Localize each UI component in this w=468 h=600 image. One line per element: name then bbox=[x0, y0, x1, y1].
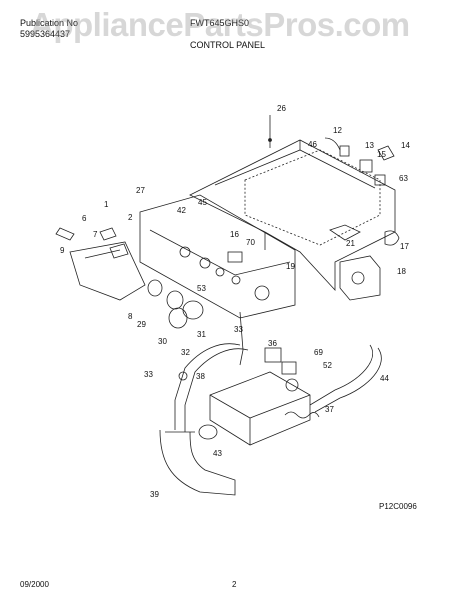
callout-9: 9 bbox=[60, 246, 65, 255]
watermark: AppliancePartsPros.com bbox=[30, 6, 410, 43]
section-title: CONTROL PANEL bbox=[190, 40, 266, 50]
callout-32: 32 bbox=[181, 348, 190, 357]
callout-37: 37 bbox=[325, 405, 334, 414]
publication-label: Publication No bbox=[20, 18, 79, 28]
callout-70: 70 bbox=[246, 238, 255, 247]
footer-page: 2 bbox=[232, 580, 237, 589]
callout-29: 29 bbox=[137, 320, 146, 329]
callout-39: 39 bbox=[150, 490, 159, 499]
callout-14: 14 bbox=[401, 141, 410, 150]
publication-number: 5995364437 bbox=[20, 29, 71, 39]
water-valve-assembly bbox=[209, 347, 311, 446]
callout-2: 2 bbox=[128, 213, 133, 222]
callout-8: 8 bbox=[128, 312, 133, 321]
model-number: FWT645GHS0 bbox=[190, 18, 250, 28]
callout-16: 16 bbox=[230, 230, 239, 239]
callout-12: 12 bbox=[333, 126, 342, 135]
callout-53: 53 bbox=[197, 284, 206, 293]
callout-18: 18 bbox=[397, 267, 406, 276]
callout-30: 30 bbox=[158, 337, 167, 346]
callout-7: 7 bbox=[93, 230, 98, 239]
console-frame bbox=[189, 139, 396, 292]
callout-46: 46 bbox=[308, 140, 317, 149]
callout-31: 31 bbox=[197, 330, 206, 339]
callout-36: 36 bbox=[268, 339, 277, 348]
callout-26: 26 bbox=[277, 104, 286, 113]
callout-19: 19 bbox=[286, 262, 295, 271]
callout-43: 43 bbox=[213, 449, 222, 458]
callout-38: 38 bbox=[196, 372, 205, 381]
footer-date: 09/2000 bbox=[20, 580, 49, 589]
callout-13: 13 bbox=[365, 141, 374, 150]
callout-27: 27 bbox=[136, 186, 145, 195]
control-panel bbox=[139, 194, 296, 319]
callout-17: 17 bbox=[400, 242, 409, 251]
callout-6: 6 bbox=[82, 214, 87, 223]
callout-33-lower: 33 bbox=[144, 370, 153, 379]
callout-42: 42 bbox=[177, 206, 186, 215]
diagram-code: P12C0096 bbox=[379, 502, 417, 511]
callout-33-upper: 33 bbox=[234, 325, 243, 334]
callout-15: 15 bbox=[377, 150, 386, 159]
callout-63: 63 bbox=[399, 174, 408, 183]
callout-45: 45 bbox=[198, 198, 207, 207]
callout-21: 21 bbox=[346, 239, 355, 248]
callout-52: 52 bbox=[323, 361, 332, 370]
callout-1: 1 bbox=[104, 200, 109, 209]
callout-69: 69 bbox=[314, 348, 323, 357]
callout-44: 44 bbox=[380, 374, 389, 383]
